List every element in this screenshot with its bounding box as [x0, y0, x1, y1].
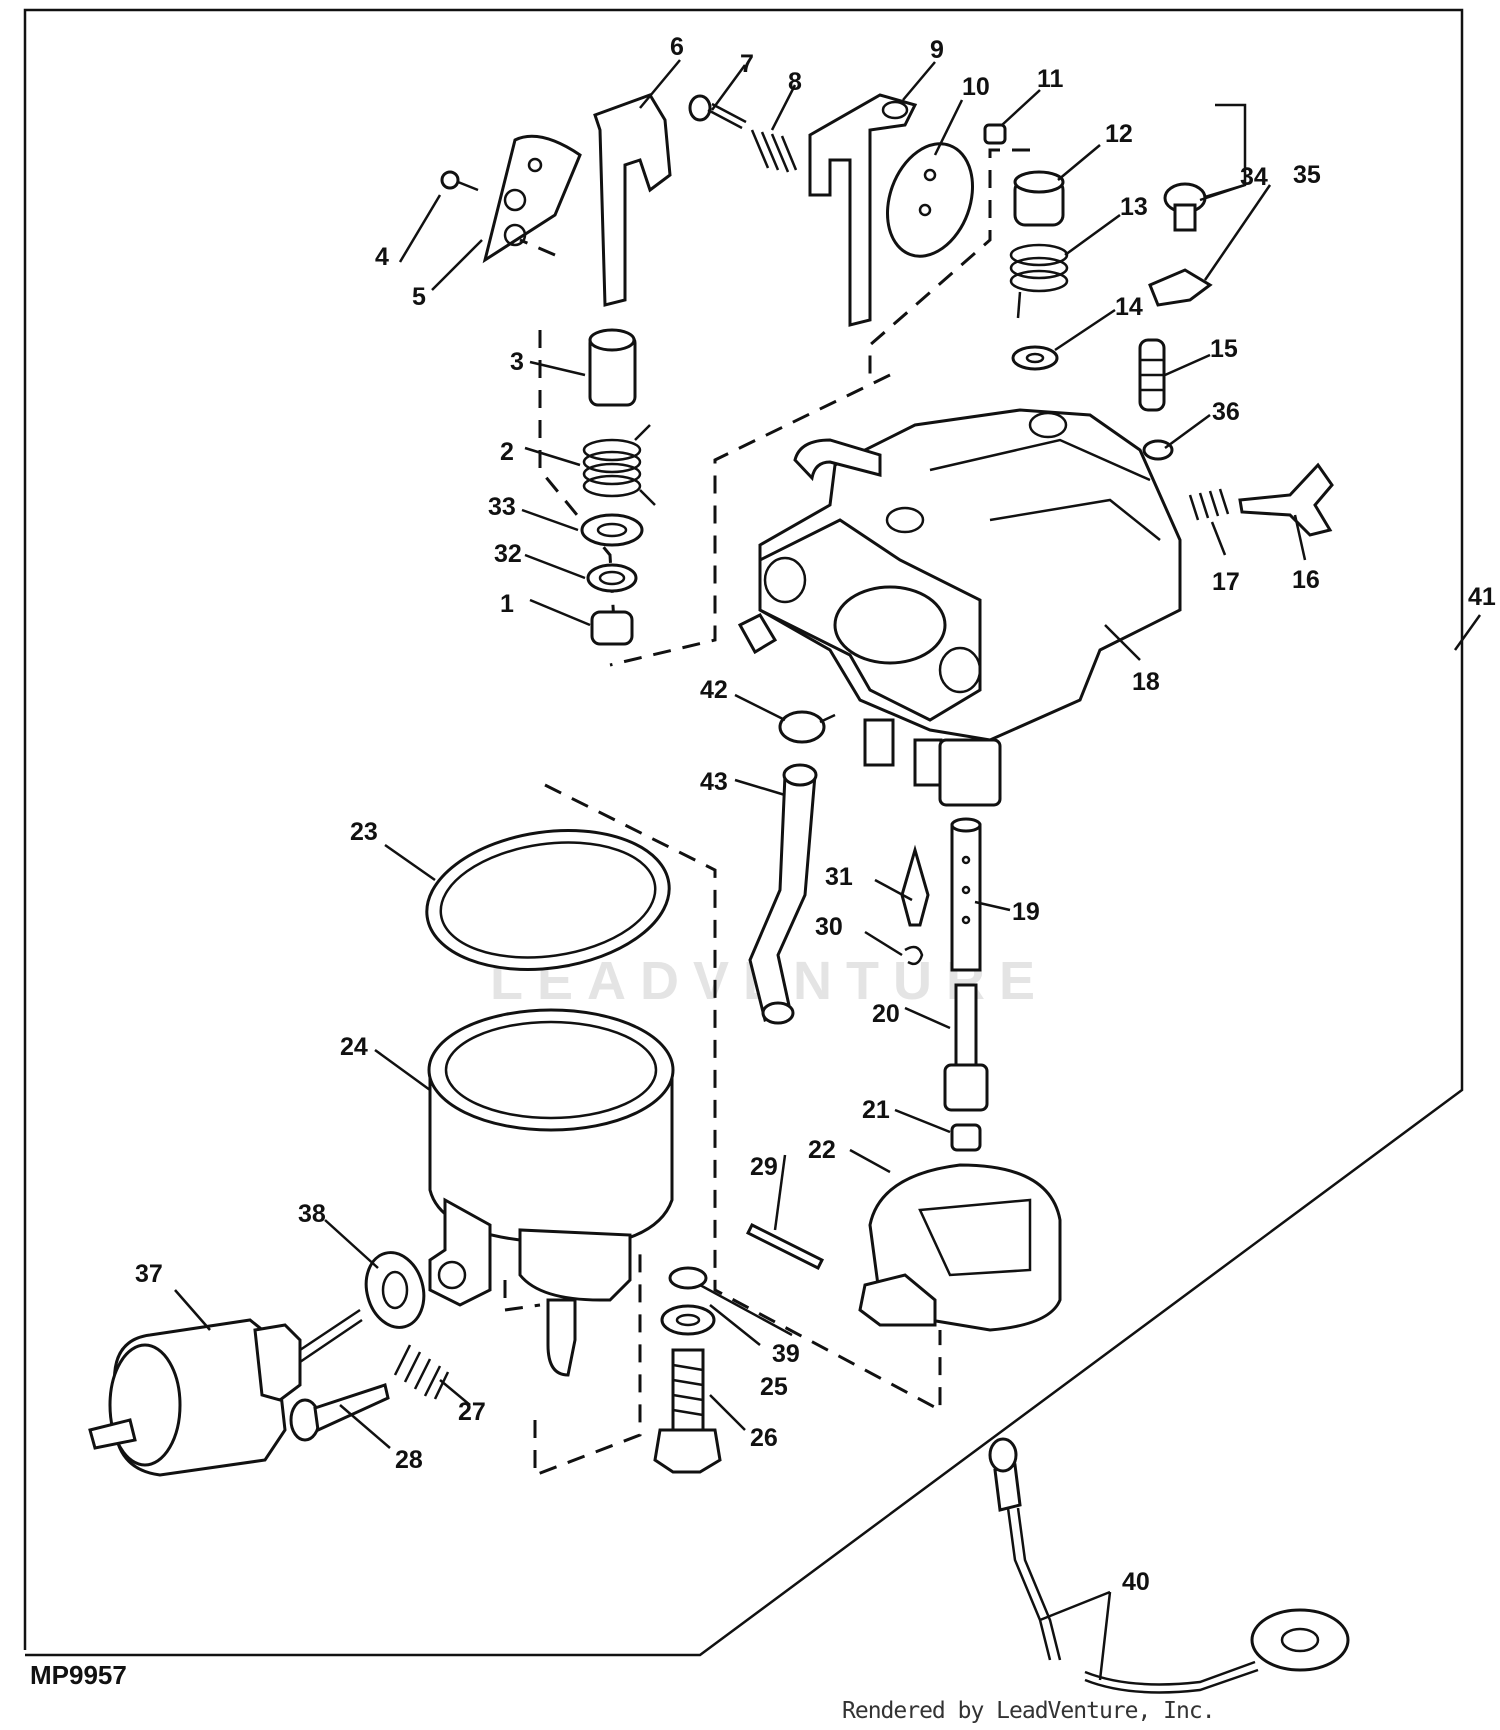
guide-bracket [1194, 103, 1247, 202]
figure-id-label: MP9957 [30, 1660, 127, 1690]
adjust-screw-15 [1138, 338, 1166, 412]
spring-2 [582, 424, 656, 506]
fuel-solenoid-37 [88, 1308, 363, 1477]
guide-choke [519, 238, 617, 641]
callout-7: 7 [740, 50, 754, 78]
float-pin-29 [745, 1222, 825, 1271]
ground-wire-40 [988, 1437, 1350, 1694]
callout-40: 40 [1122, 1568, 1150, 1596]
callout-34: 34 [1240, 163, 1268, 191]
callout-28: 28 [395, 1446, 423, 1474]
o-ring-36 [1142, 439, 1174, 461]
callout-12: 12 [1105, 120, 1133, 148]
screw-7 [688, 94, 747, 130]
callout-35: 35 [1293, 161, 1321, 189]
callout-11: 11 [1037, 65, 1064, 93]
callout-41: 41 [1468, 583, 1496, 611]
spring-17 [1188, 488, 1230, 521]
spring-8 [750, 129, 798, 173]
throttle-plate [885, 142, 975, 258]
guide-throttle [868, 148, 1030, 380]
callout-27: 27 [458, 1398, 486, 1426]
bowl-bolt-26 [653, 1348, 722, 1474]
screw-4 [440, 170, 479, 192]
bushing-3 [588, 328, 637, 407]
callout-39: 39 [772, 1340, 800, 1368]
jet-21 [950, 1123, 982, 1152]
idle-screw-16 [1238, 462, 1334, 537]
callout-1: 1 [500, 590, 514, 618]
spring-13 [1009, 243, 1069, 319]
callout-38: 38 [298, 1200, 326, 1228]
clip-30 [904, 945, 924, 966]
bowl-gasket-23 [425, 829, 671, 971]
callout-20: 20 [872, 1000, 900, 1028]
emulsion-tube-19 [950, 817, 982, 972]
callout-6: 6 [670, 33, 684, 61]
callout-31: 31 [825, 863, 853, 891]
callout-42: 42 [700, 676, 728, 704]
washer-39 [668, 1266, 708, 1290]
callout-9: 9 [930, 36, 944, 64]
callout-8: 8 [788, 68, 802, 96]
callout-14: 14 [1115, 293, 1143, 321]
callout-15: 15 [1210, 335, 1238, 363]
float-needle-31 [900, 844, 930, 927]
frame-outline [23, 8, 1464, 1657]
choke-shaft [593, 93, 672, 307]
hose-clamp-42 [778, 710, 836, 744]
callout-10: 10 [962, 73, 990, 101]
callout-37: 37 [135, 1260, 163, 1288]
guide-bowl-low [503, 1250, 642, 1478]
callout-4: 4 [375, 243, 389, 271]
callout-21: 21 [862, 1096, 890, 1124]
callout-33: 33 [488, 493, 516, 521]
washer-38 [364, 1251, 426, 1329]
callout-3: 3 [510, 348, 524, 376]
callout-5: 5 [412, 283, 426, 311]
spring-27 [393, 1344, 450, 1400]
callout-36: 36 [1212, 398, 1240, 426]
callout-23: 23 [350, 818, 378, 846]
callout-2: 2 [500, 438, 514, 466]
washer-14 [1011, 345, 1059, 371]
carburetor-body [737, 408, 1182, 807]
throttle-shaft [808, 93, 918, 327]
main-jet-20 [943, 983, 989, 1112]
callout-16: 16 [1292, 566, 1320, 594]
callout-26: 26 [750, 1424, 778, 1452]
callout-13: 13 [1120, 193, 1148, 221]
screw-34 [1163, 182, 1207, 232]
callout-19: 19 [1012, 898, 1040, 926]
float-bowl-24 [427, 1008, 675, 1377]
screw-11 [983, 123, 1007, 145]
screw-28 [289, 1383, 390, 1442]
guide-bowl [544, 783, 942, 1413]
float-22 [858, 1163, 1062, 1332]
callout-17: 17 [1212, 568, 1240, 596]
callout-24: 24 [340, 1033, 368, 1061]
clip-35 [1148, 268, 1213, 307]
credit-text: Rendered by LeadVenture, Inc. [842, 1698, 1216, 1724]
choke-plate [482, 134, 582, 264]
callout-30: 30 [815, 913, 843, 941]
guide-body [609, 373, 891, 667]
fuel-hose-43 [748, 763, 818, 1025]
washer-33 [580, 513, 644, 547]
callout-29: 29 [750, 1153, 778, 1181]
leader-lines [174, 59, 1482, 1681]
cap-12 [1013, 170, 1065, 227]
seal-1 [590, 610, 634, 646]
callout-22: 22 [808, 1136, 836, 1164]
callout-labels: 1 2 3 4 5 6 7 8 9 10 11 12 13 14 15 16 1… [135, 33, 1496, 1596]
callout-32: 32 [494, 540, 522, 568]
washer-25 [660, 1304, 716, 1336]
callout-25: 25 [760, 1373, 788, 1401]
washer-32 [586, 563, 638, 593]
callout-18: 18 [1132, 668, 1160, 696]
callout-43: 43 [700, 768, 728, 796]
